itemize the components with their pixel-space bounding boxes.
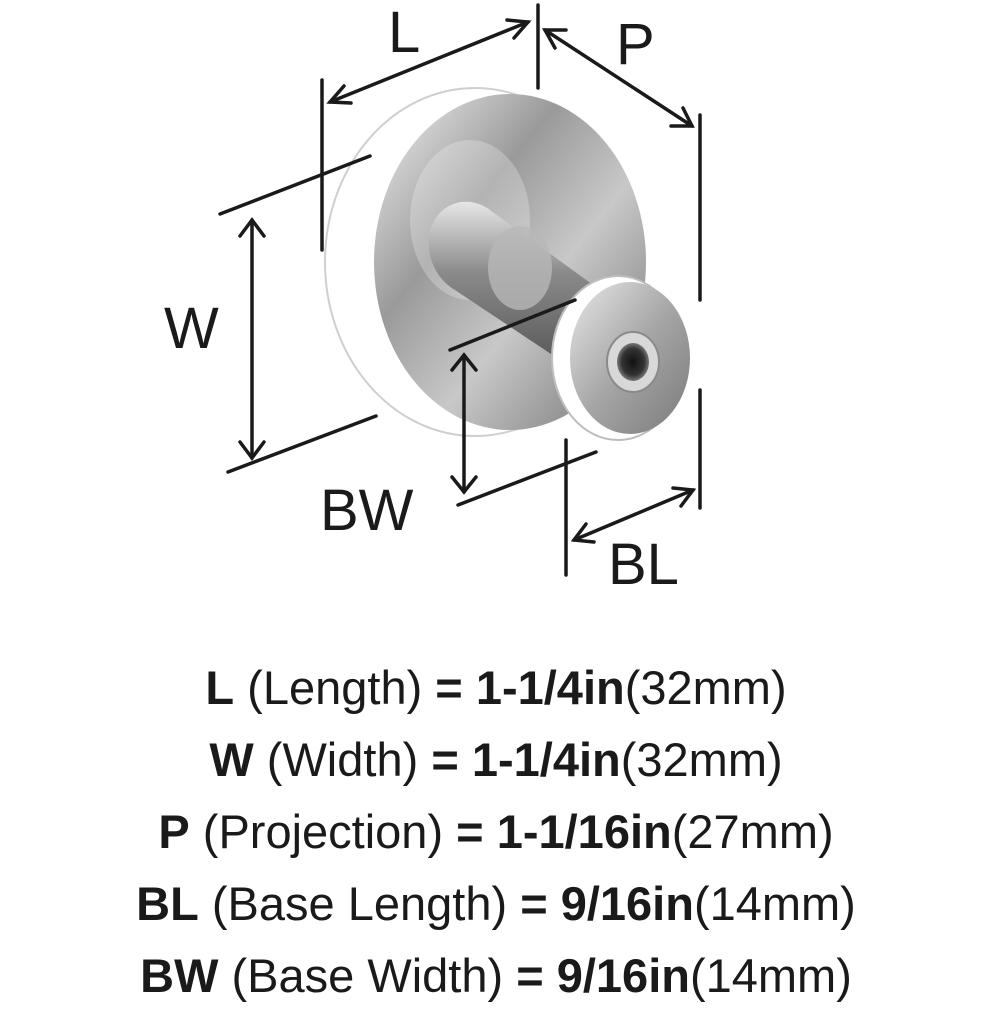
spec-value: 9/16in [560,877,694,930]
spec-row-base-length: BL (Base Length) = 9/16in(14mm) [0,868,992,940]
spec-name: (Length) [247,661,423,714]
spec-metric: (27mm) [671,805,834,858]
spec-equals: = [431,733,459,786]
spec-metric: (32mm) [624,661,787,714]
spec-name: (Base Width) [231,949,504,1002]
spec-code: L [205,661,235,714]
cap-hole [617,343,649,381]
spec-code: P [158,805,190,858]
dimension-lines [218,3,702,577]
spec-code: BL [136,877,199,930]
spec-value: 9/16in [556,949,690,1002]
spec-name: (Projection) [202,805,444,858]
spec-name: (Base Length) [211,877,508,930]
spec-metric: (32mm) [620,733,783,786]
spec-value: 1-1/4in [471,733,621,786]
W-extension-bottom [226,414,378,474]
W-extension-top [218,154,372,216]
BL-arrow [572,488,695,542]
spec-name: (Width) [266,733,419,786]
spec-value: 1-1/4in [475,661,625,714]
spec-value: 1-1/16in [496,805,672,858]
dimension-specs: L (Length) = 1-1/4in(32mm) W (Width) = 1… [0,652,992,1012]
label-W: W [164,296,219,361]
BW-extension-top [448,298,577,352]
knob-illustration [324,87,690,441]
spec-row-projection: P (Projection) = 1-1/16in(27mm) [0,796,992,868]
spec-metric: (14mm) [689,949,852,1002]
spec-equals: = [435,661,463,714]
spec-row-length: L (Length) = 1-1/4in(32mm) [0,652,992,724]
spec-metric: (14mm) [693,877,856,930]
label-L: L [388,0,420,65]
spec-equals: = [520,877,548,930]
spec-equals: = [516,949,544,1002]
label-BW: BW [320,478,414,543]
spec-equals: = [456,805,484,858]
L-arrow [328,20,530,104]
spec-row-width: W (Width) = 1-1/4in(32mm) [0,724,992,796]
spec-row-base-width: BW (Base Width) = 9/16in(14mm) [0,940,992,1012]
spec-code: W [209,733,254,786]
P-arrow [543,28,694,128]
label-P: P [616,12,655,77]
BW-extension-bottom [456,450,598,507]
label-BL: BL [608,532,679,597]
knob-dimension-diagram: L P W BW BL [164,0,702,597]
stem-collar [488,226,552,310]
spec-code: BW [140,949,219,1002]
